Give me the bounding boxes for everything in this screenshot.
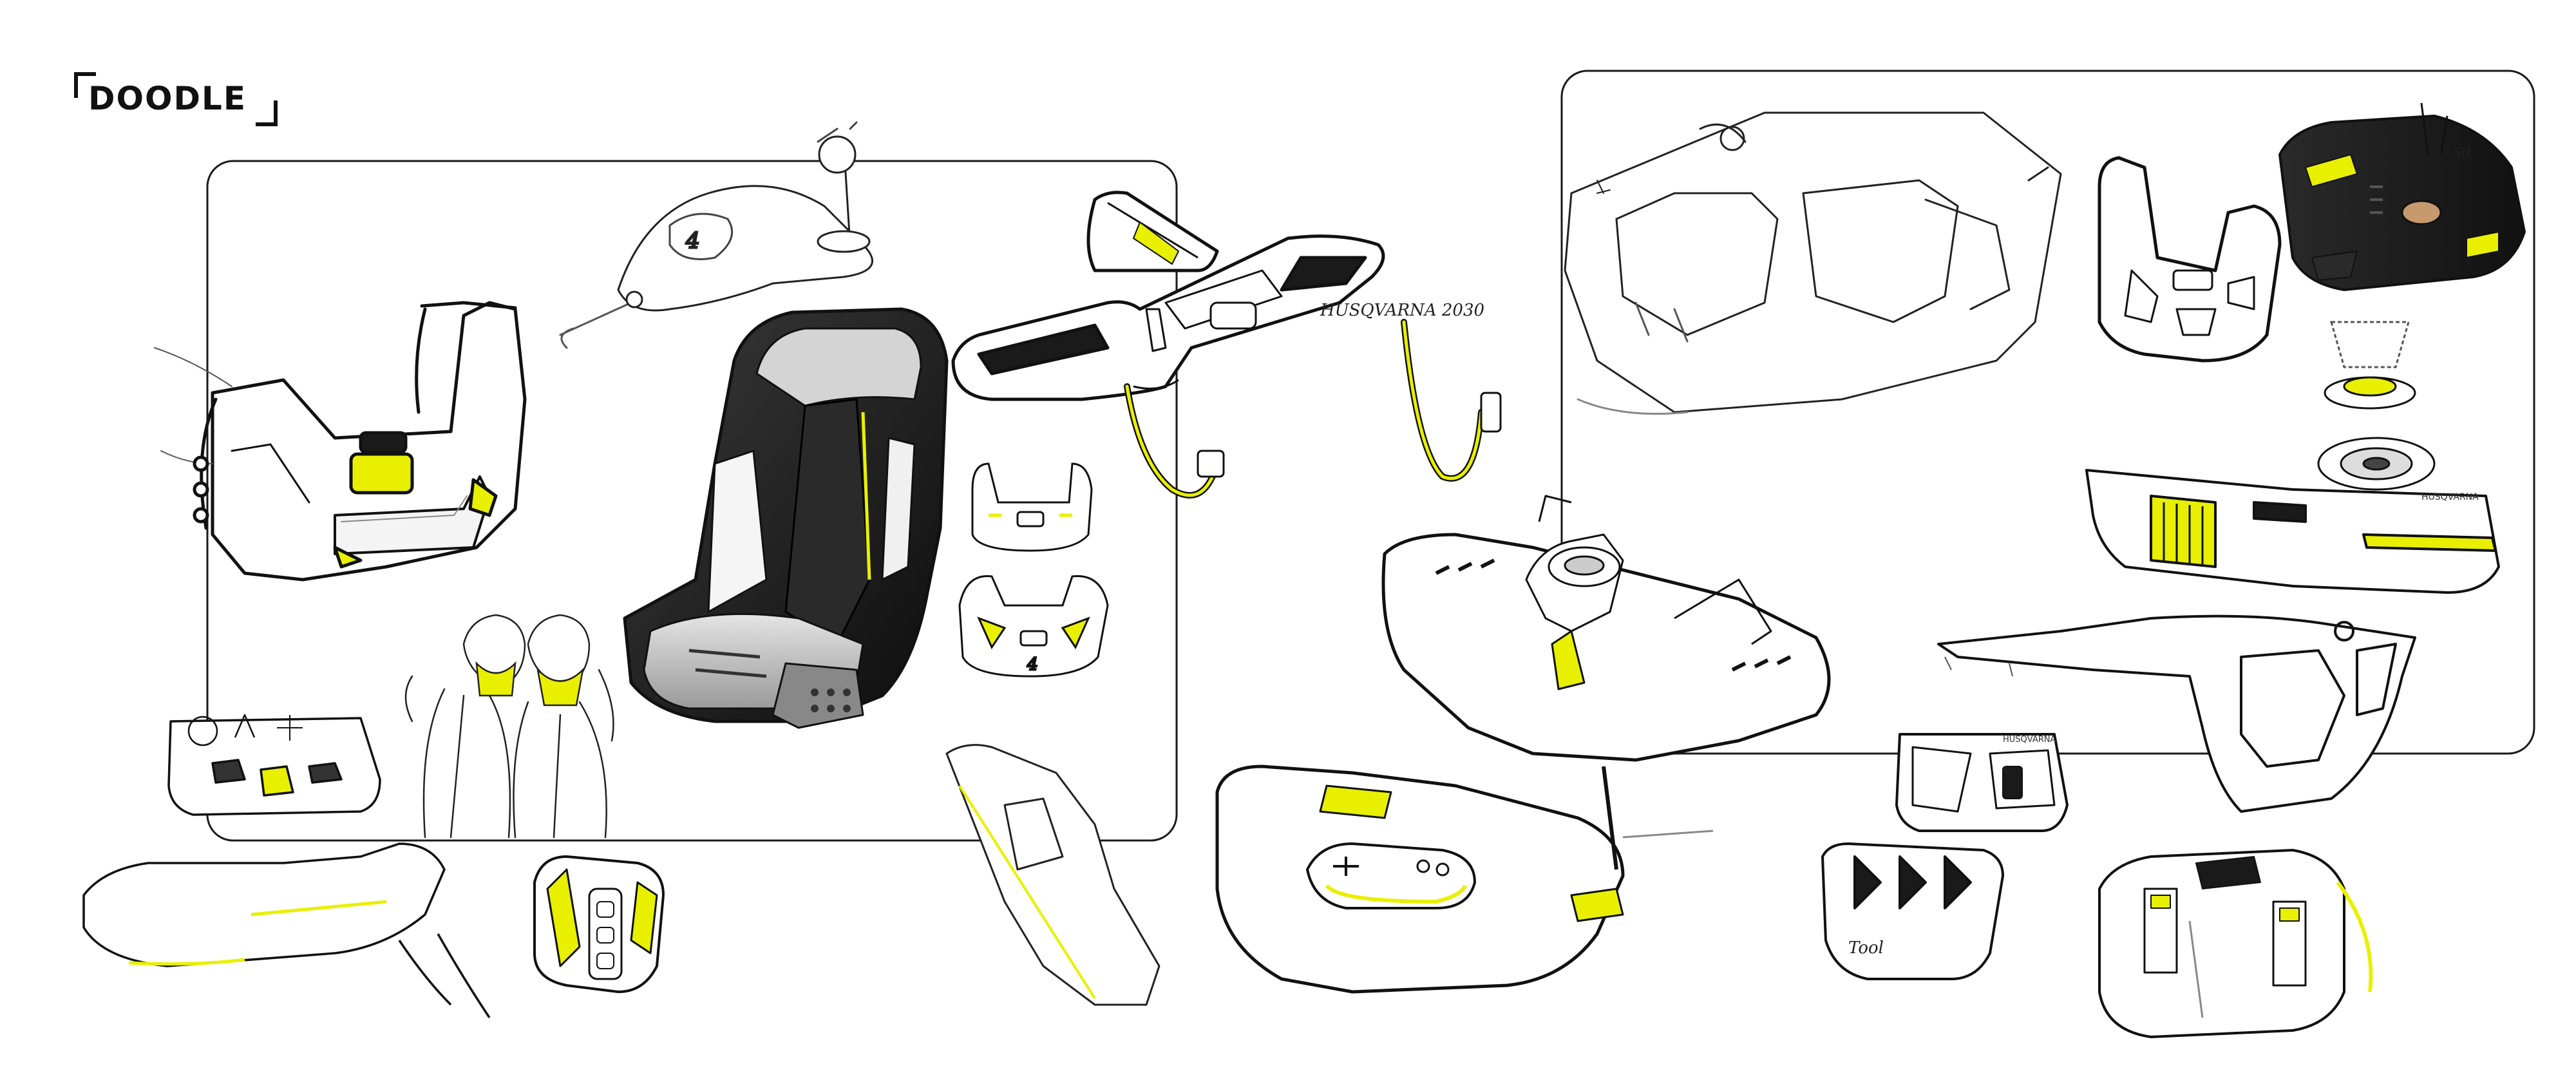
- mini-yoke-sketch-1: [971, 462, 1093, 552]
- title-bracket-bottom-right-horizontal: [256, 122, 278, 126]
- tool-storage-sketch: [1821, 842, 2004, 980]
- left-panel-frame: [206, 160, 1178, 842]
- knob-stack-sketch: [2317, 321, 2436, 491]
- handheld-yoke-sketch: [2098, 156, 2282, 363]
- brand-annotation-1: HUSQVARNA 2030: [1320, 301, 1484, 320]
- svg-text:4: 4: [685, 228, 700, 254]
- console-vent-sketch: [2085, 469, 2500, 594]
- toolbox-sketch: [1895, 733, 2069, 832]
- yoke-steering-sketch: [154, 301, 527, 582]
- harness-part-sketch: [533, 855, 665, 993]
- gamepad-tray-sketch: [1215, 764, 1714, 994]
- brand-annotation-2: HUSQVARNA: [2421, 492, 2479, 502]
- brand-annotation-3: HUSQVARNA: [2003, 735, 2056, 745]
- figures-sketch: [404, 614, 614, 839]
- svg-text:4: 4: [1027, 655, 1038, 674]
- rear-console-sketch: [2098, 849, 2373, 1038]
- gauge-annotation: 50: [2452, 146, 2470, 162]
- tool-annotation: Tool: [1848, 938, 1884, 958]
- control-panel-sketch: [167, 714, 381, 816]
- frame-part-left-sketch: [82, 842, 491, 1018]
- cockpit-interior-sketch: [1564, 111, 2062, 415]
- racing-seat-sketch: [623, 307, 949, 729]
- dark-device-sketch: [2278, 102, 2526, 291]
- title-bracket-top-left-horizontal: [74, 72, 96, 76]
- winged-console-sketch: [951, 191, 1385, 401]
- dashboard-console-sketch: [1381, 495, 1831, 762]
- page-title: DOODLE: [88, 80, 247, 117]
- title-bracket-top-left-vertical: [74, 72, 78, 98]
- joystick-base-sketch: 4: [559, 121, 874, 349]
- title-bracket-bottom-right-vertical: [274, 100, 278, 126]
- mini-yoke-sketch-2: 4: [958, 575, 1109, 678]
- title-block: DOODLE: [74, 72, 280, 126]
- winged-console-cables: [1124, 319, 1502, 499]
- frame-structure-sketch: [1937, 614, 2416, 813]
- lower-frame-sketch: [945, 744, 1160, 1006]
